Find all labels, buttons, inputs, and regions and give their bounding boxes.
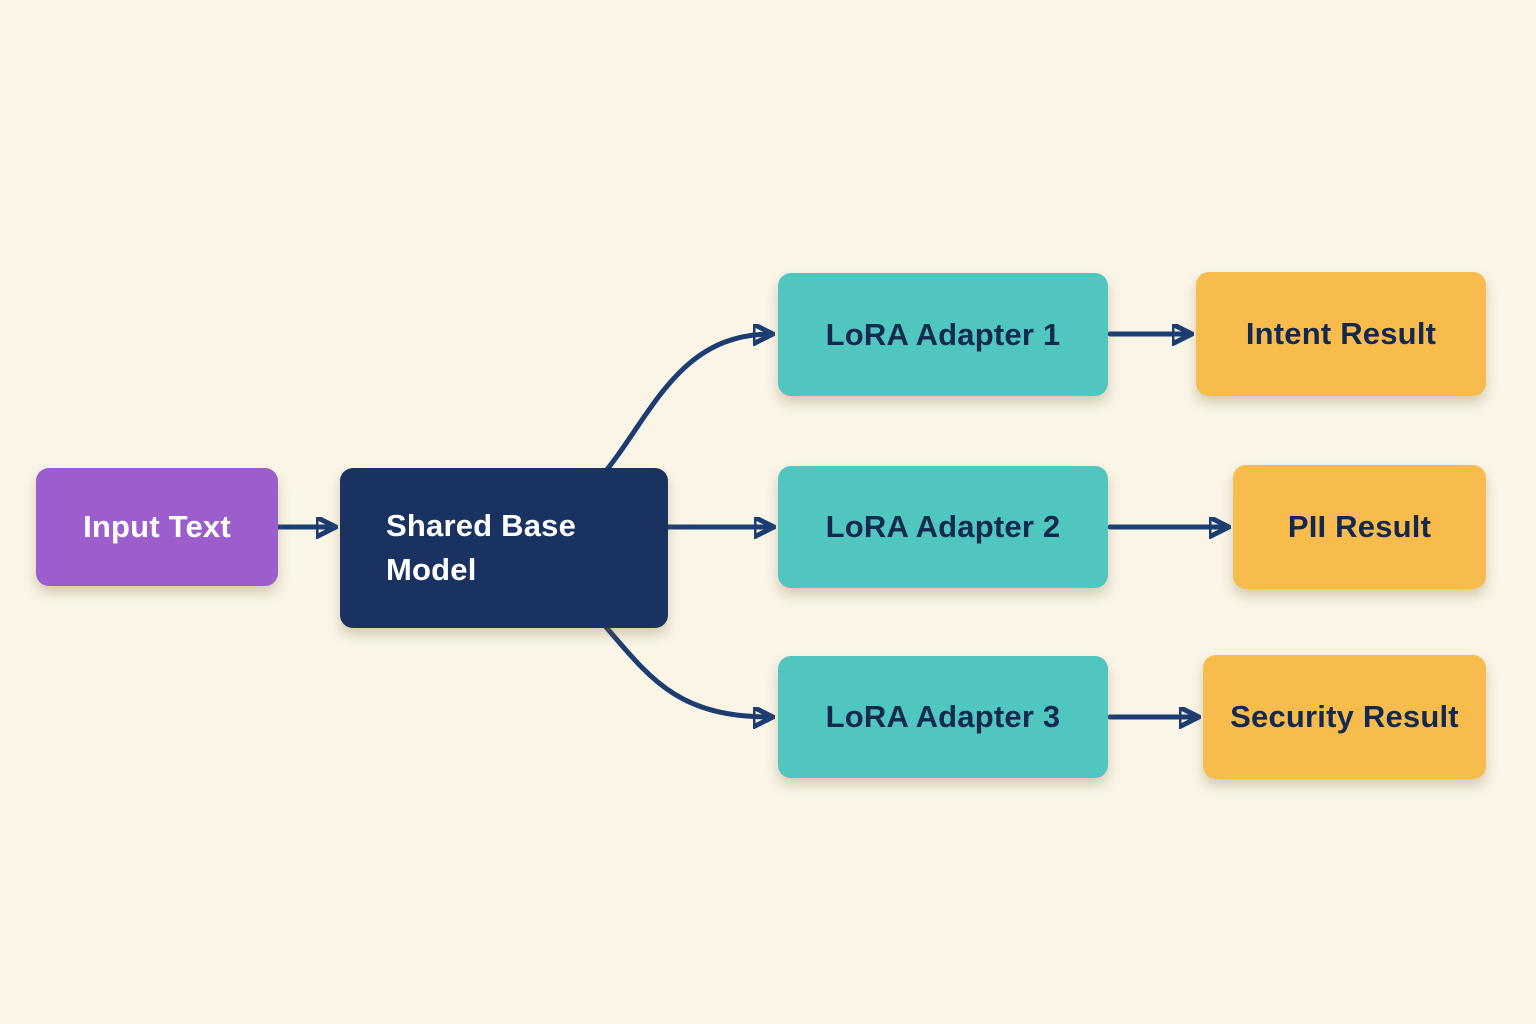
node-shared-base-model: Shared Base Model (340, 468, 668, 628)
node-input-text-label: Input Text (83, 509, 231, 544)
node-lora-adapter-3-label: LoRA Adapter 3 (825, 699, 1061, 734)
node-intent-result-label: Intent Result (1245, 316, 1437, 351)
node-intent-result: Intent Result (1196, 272, 1486, 396)
node-security-result-label: Security Result (1230, 699, 1459, 734)
node-security-result: Security Result (1203, 655, 1486, 779)
node-input-text: Input Text (36, 468, 278, 586)
node-lora-adapter-2-label: LoRA Adapter 2 (825, 509, 1061, 544)
node-pii-result-label: PII Result (1287, 509, 1432, 544)
node-lora-adapter-3: LoRA Adapter 3 (778, 656, 1108, 778)
node-lora-adapter-1: LoRA Adapter 1 (778, 273, 1108, 396)
node-lora-adapter-2: LoRA Adapter 2 (778, 466, 1108, 588)
edge-base-to-lora3 (597, 617, 771, 717)
node-shared-base-model-label: Shared Base Model (386, 507, 577, 587)
edge-base-to-lora1 (597, 334, 771, 481)
node-lora-adapter-1-label: LoRA Adapter 1 (825, 316, 1061, 352)
node-pii-result: PII Result (1233, 465, 1486, 589)
